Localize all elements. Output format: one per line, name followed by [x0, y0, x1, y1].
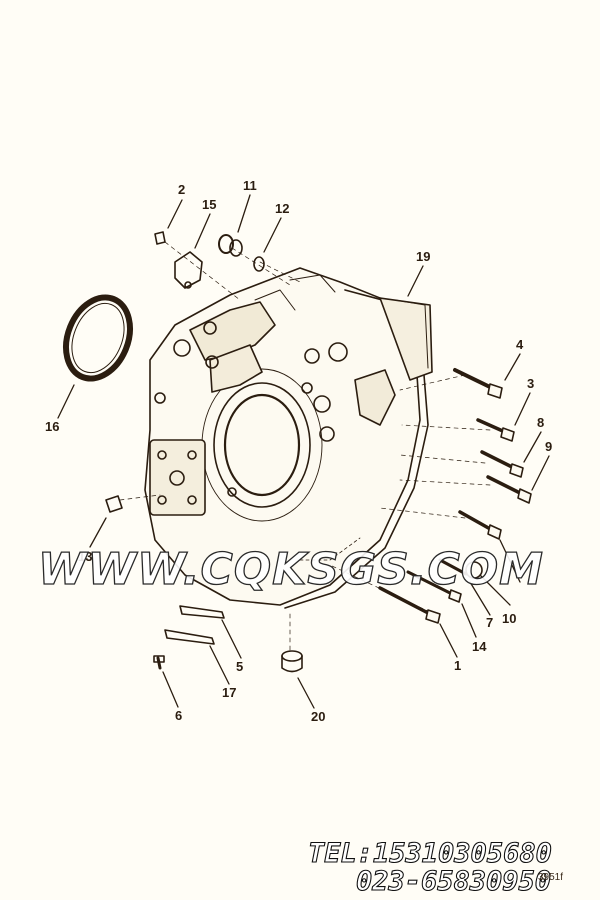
- screw-part-6: [153, 655, 165, 670]
- bolt-part-14: [406, 570, 462, 603]
- callout-1: 1: [454, 658, 461, 673]
- watermark-tel: TEL:15310305680: [307, 837, 552, 869]
- bolt-part-4: [453, 368, 503, 399]
- bolt-part-9: [486, 475, 532, 504]
- plug-part-11: [218, 234, 243, 257]
- dowel-part-7: [438, 558, 483, 579]
- plug-part-13: [105, 495, 123, 513]
- cover-plate-part-15: [174, 251, 203, 289]
- callout-3: 3: [527, 376, 534, 391]
- callout-15: 15: [202, 197, 216, 212]
- flywheel-housing: [144, 267, 433, 609]
- callout-11: 11: [243, 178, 257, 193]
- gasket-part-17: [164, 629, 215, 645]
- callout-19: 19: [416, 249, 430, 264]
- callout-14: 14: [472, 639, 487, 654]
- leader-lines: [119, 241, 491, 651]
- figure-code: 3951f: [538, 872, 564, 883]
- rear-seal-part-16: [63, 294, 133, 382]
- watermark-phone: 023-65830950: [355, 865, 552, 897]
- callout-6: 6: [175, 708, 182, 723]
- screw-part-2: [154, 231, 166, 245]
- bolt-part-3: [476, 418, 515, 442]
- cap-part-20: [281, 650, 303, 673]
- callout-7: 7: [486, 615, 493, 630]
- callout-12: 12: [275, 201, 289, 216]
- callout-9: 9: [545, 439, 552, 454]
- callout-16: 16: [45, 419, 59, 434]
- callout-5: 5: [236, 659, 243, 674]
- o-ring-part-12: [253, 256, 265, 272]
- callout-labels: 2 11 12 15 19 4 3 8 9 10 7 14 1 5 17 6 2…: [45, 178, 552, 724]
- bolt-part-1: [378, 586, 441, 624]
- callout-2: 2: [178, 182, 185, 197]
- callout-10: 10: [502, 611, 516, 626]
- callout-arrows: [57, 194, 550, 709]
- callout-4: 4: [516, 337, 524, 352]
- callout-17: 17: [222, 685, 236, 700]
- callout-8: 8: [537, 415, 544, 430]
- watermark-site: WWW.CQKSGS.COM: [37, 543, 544, 595]
- callout-20: 20: [311, 709, 325, 724]
- bolt-part-right-lower: [458, 510, 502, 540]
- bolt-part-8: [480, 450, 524, 478]
- gasket-part-5: [179, 605, 225, 619]
- callout-13: 13: [78, 549, 92, 564]
